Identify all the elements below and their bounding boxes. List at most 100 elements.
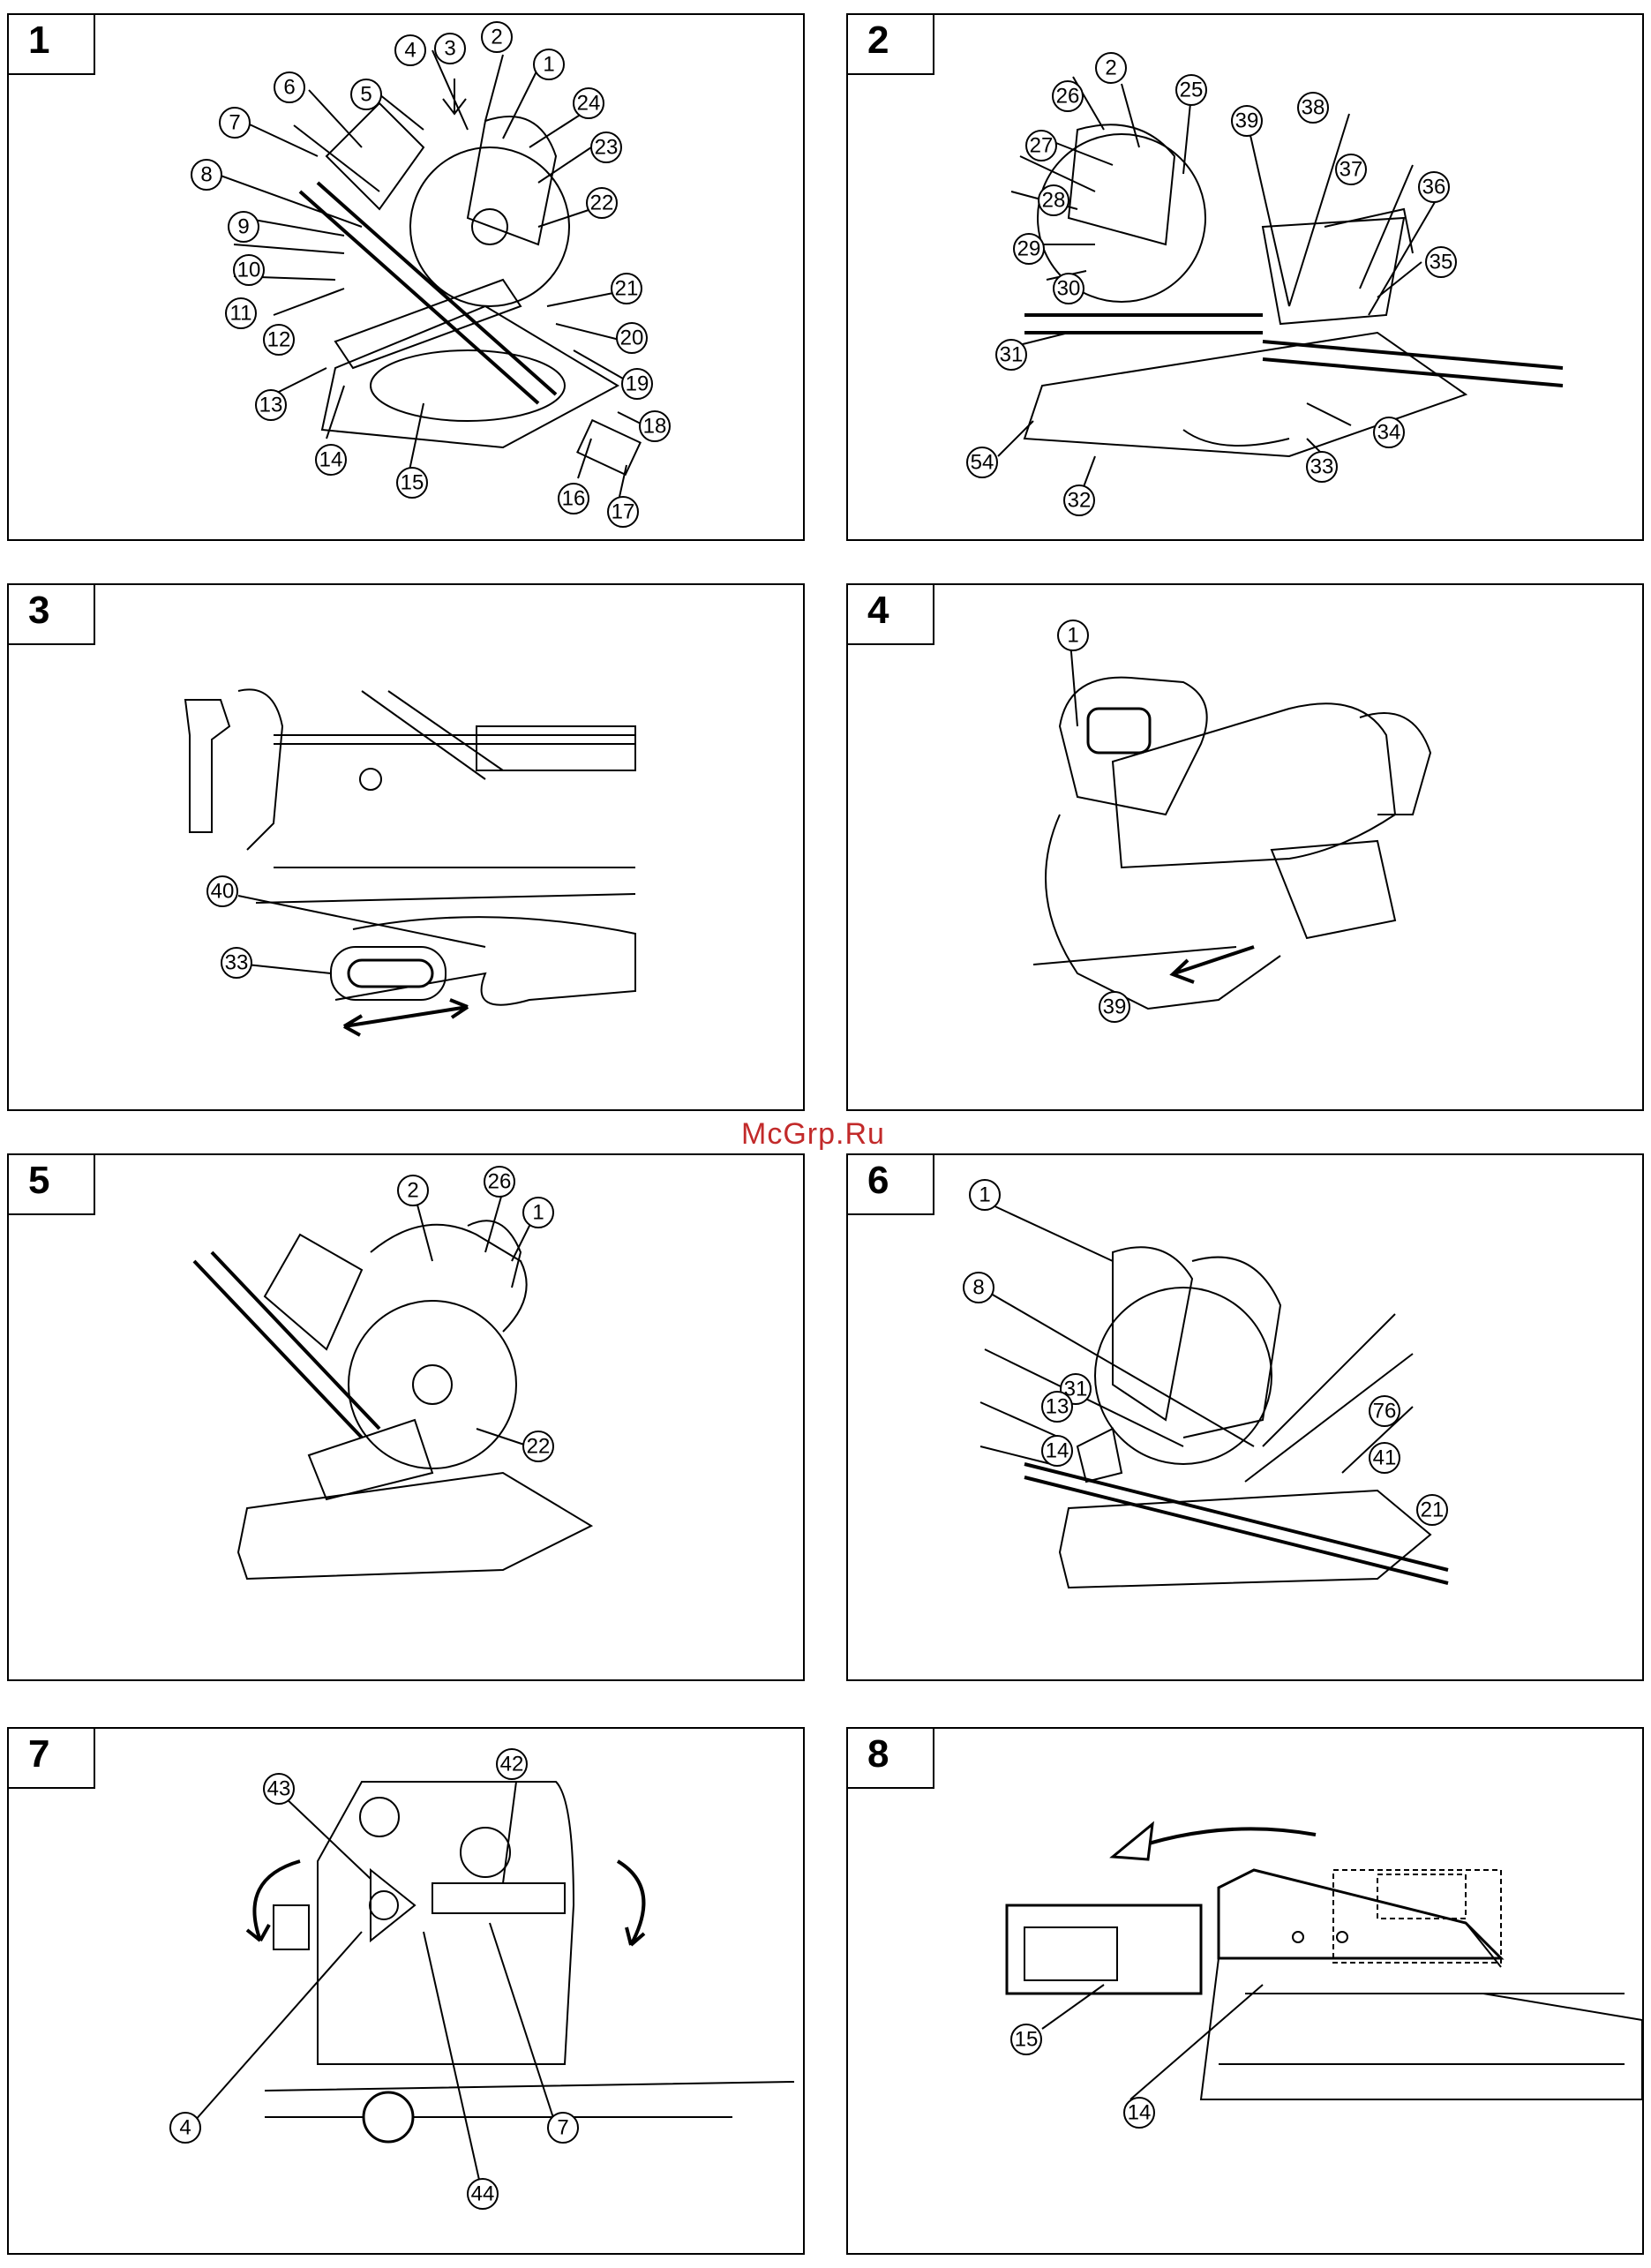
callout-number: 1	[1058, 620, 1088, 650]
svg-text:20: 20	[620, 327, 644, 350]
figure-panel-1: 1 1 2 3 4 5 6 7 8 9 10 11 12 13 14 1	[7, 13, 805, 541]
svg-text:42: 42	[500, 1753, 524, 1776]
svg-text:34: 34	[1377, 421, 1401, 445]
svg-text:17: 17	[612, 500, 635, 524]
callout-number: 23	[591, 132, 621, 162]
svg-text:2: 2	[491, 26, 502, 49]
svg-text:3: 3	[444, 37, 455, 61]
callout-number: 11	[226, 298, 256, 328]
callout-number: 30	[1054, 274, 1084, 304]
callout-number: 5	[351, 79, 381, 109]
callout-number: 38	[1298, 93, 1328, 123]
callout-number: 20	[617, 323, 647, 353]
svg-text:31: 31	[1000, 343, 1024, 367]
svg-text:1: 1	[543, 53, 554, 77]
callout-number: 13	[256, 390, 286, 420]
svg-text:22: 22	[590, 192, 614, 215]
callout-number: 33	[221, 948, 251, 978]
callout-number: 35	[1426, 247, 1456, 277]
callout-number: 12	[264, 325, 294, 355]
panel-1-callouts: 1 2 3 4 5 6 7 8 9 10 11 12 13 14 15 16 1…	[9, 15, 805, 541]
svg-text:1: 1	[1067, 624, 1078, 648]
svg-text:24: 24	[577, 92, 601, 116]
callout-number: 14	[316, 445, 346, 475]
svg-text:33: 33	[1310, 455, 1334, 479]
callout-number: 16	[559, 484, 589, 514]
panel-3-callouts: 40 33	[9, 585, 805, 1111]
svg-text:18: 18	[643, 415, 667, 439]
callout-number: 40	[207, 876, 237, 906]
svg-text:4: 4	[404, 39, 416, 63]
callout-number: 22	[523, 1431, 553, 1461]
callout-number: 7	[548, 2113, 578, 2143]
svg-text:15: 15	[1015, 2028, 1039, 2052]
callout-number: 14	[1124, 2098, 1154, 2128]
callout-number: 54	[967, 447, 997, 477]
svg-text:15: 15	[401, 471, 424, 495]
callout-number: 18	[640, 411, 670, 441]
callout-number: 4	[395, 35, 425, 65]
callout-number: 17	[608, 497, 638, 527]
svg-text:41: 41	[1373, 1446, 1397, 1470]
svg-text:11: 11	[230, 302, 252, 326]
callout-number: 22	[587, 188, 617, 218]
callout-number: 4	[170, 2113, 200, 2143]
callout-number: 1	[523, 1198, 553, 1228]
callout-number: 26	[484, 1167, 514, 1197]
svg-text:26: 26	[488, 1170, 512, 1194]
figure-panel-6: 6 1 8 31 13 14 76 41 21	[846, 1153, 1644, 1681]
callout-number: 2	[482, 22, 512, 52]
callout-number: 15	[397, 468, 427, 498]
svg-text:36: 36	[1422, 176, 1446, 199]
callout-number: 33	[1307, 452, 1337, 482]
svg-text:40: 40	[211, 880, 235, 904]
svg-text:19: 19	[626, 372, 649, 396]
callout-number: 28	[1039, 185, 1069, 215]
svg-text:1: 1	[979, 1183, 990, 1207]
svg-text:5: 5	[360, 83, 371, 107]
panel-5-callouts: 2 26 1 22	[9, 1155, 805, 1681]
svg-text:2: 2	[1105, 56, 1116, 80]
panel-6-callouts: 1 8 31 13 14 76 41 21	[848, 1155, 1644, 1681]
callout-number: 26	[1053, 81, 1083, 111]
figure-panel-7: 7 43 42 4 7 44	[7, 1727, 805, 2255]
svg-text:28: 28	[1042, 189, 1066, 213]
callout-number: 37	[1336, 154, 1366, 184]
callout-number: 14	[1042, 1436, 1072, 1466]
svg-text:26: 26	[1056, 85, 1080, 109]
svg-text:12: 12	[267, 328, 291, 352]
svg-text:39: 39	[1235, 109, 1259, 133]
callout-number: 31	[996, 340, 1026, 370]
callout-number: 27	[1026, 131, 1056, 161]
callout-number: 15	[1011, 2024, 1041, 2054]
callout-number: 41	[1370, 1443, 1400, 1473]
callout-number: 39	[1099, 992, 1129, 1022]
svg-text:8: 8	[200, 163, 212, 187]
svg-text:35: 35	[1430, 251, 1453, 274]
callout-number: 32	[1064, 485, 1094, 515]
callout-number: 25	[1176, 75, 1206, 105]
callout-number: 1	[970, 1180, 1000, 1210]
callout-number: 2	[398, 1175, 428, 1205]
callout-number: 24	[574, 88, 604, 118]
callout-number: 36	[1419, 172, 1449, 202]
svg-text:8: 8	[972, 1276, 984, 1300]
panel-8-callouts: 15 14	[848, 1729, 1644, 2255]
svg-text:10: 10	[237, 259, 261, 282]
svg-text:27: 27	[1030, 134, 1054, 158]
svg-text:21: 21	[615, 277, 639, 301]
callout-number: 3	[435, 34, 465, 64]
figure-panel-5: 5 2 26 1 22	[7, 1153, 805, 1681]
svg-text:7: 7	[229, 111, 240, 135]
svg-text:6: 6	[283, 76, 295, 100]
svg-text:23: 23	[595, 136, 619, 160]
svg-text:9: 9	[237, 215, 249, 239]
callout-number: 9	[229, 212, 259, 242]
svg-text:32: 32	[1068, 489, 1092, 513]
callout-number: 8	[964, 1273, 994, 1303]
callout-number: 8	[191, 160, 221, 190]
svg-text:29: 29	[1017, 237, 1041, 261]
callout-number: 43	[264, 1774, 294, 1804]
figure-panel-3: 3 40 33	[7, 583, 805, 1111]
svg-text:44: 44	[471, 2182, 495, 2206]
